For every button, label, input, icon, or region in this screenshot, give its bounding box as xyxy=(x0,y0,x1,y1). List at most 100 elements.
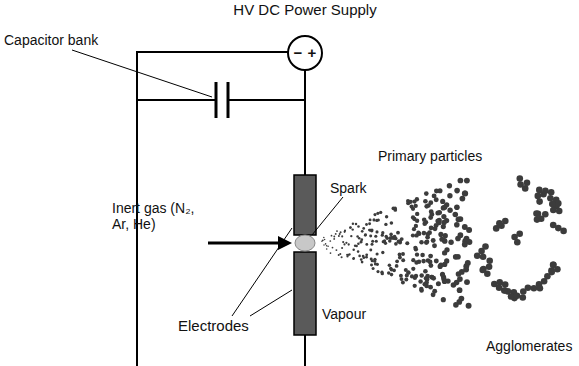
particle xyxy=(550,207,557,214)
leader-line xyxy=(232,228,292,316)
particle xyxy=(442,205,447,210)
particle xyxy=(419,240,424,245)
particle xyxy=(404,268,408,272)
particle xyxy=(339,253,341,255)
particle xyxy=(555,200,562,207)
particle xyxy=(395,264,399,268)
particle xyxy=(376,212,379,215)
part-label: Capacitor bank xyxy=(4,32,98,48)
particle xyxy=(333,236,335,238)
particle xyxy=(371,243,374,246)
particle xyxy=(343,243,345,245)
particle xyxy=(323,244,325,246)
particle xyxy=(413,276,417,280)
particle xyxy=(426,232,431,237)
spark-glow xyxy=(295,235,315,251)
particle xyxy=(434,259,439,264)
particle xyxy=(411,207,415,211)
particle xyxy=(369,234,372,237)
particle xyxy=(379,211,382,214)
particle xyxy=(466,303,472,309)
particle xyxy=(349,226,351,228)
particle xyxy=(508,293,515,300)
particle xyxy=(424,191,429,196)
particle xyxy=(560,228,567,235)
particle xyxy=(465,260,471,266)
particle xyxy=(384,223,387,226)
particle xyxy=(390,268,394,272)
particle xyxy=(415,252,419,256)
particle xyxy=(424,204,429,209)
particle xyxy=(516,231,523,238)
particle xyxy=(335,249,337,251)
particle xyxy=(372,218,375,221)
particle xyxy=(340,231,342,233)
particle xyxy=(454,280,460,286)
particle xyxy=(432,243,437,248)
particle xyxy=(375,230,378,233)
particle xyxy=(401,252,405,256)
particle xyxy=(368,222,371,225)
particle xyxy=(413,284,417,288)
particle xyxy=(534,216,541,223)
particle xyxy=(373,258,376,261)
particle xyxy=(383,239,386,242)
particle xyxy=(398,252,402,256)
particle xyxy=(431,238,436,243)
supply-circle: −+ xyxy=(287,35,323,71)
particle xyxy=(441,224,446,229)
particle xyxy=(447,183,452,188)
particle xyxy=(370,264,373,267)
particle xyxy=(414,233,418,237)
particle xyxy=(454,204,460,210)
particle xyxy=(350,235,352,237)
particle xyxy=(514,293,521,300)
particle xyxy=(425,274,430,279)
particle xyxy=(520,294,527,301)
part-label: Agglomerates xyxy=(486,338,572,354)
particle xyxy=(342,241,344,243)
particle xyxy=(464,178,470,184)
particle xyxy=(352,248,354,250)
particle xyxy=(365,243,368,246)
particle xyxy=(438,232,443,237)
particle xyxy=(432,289,437,294)
particle xyxy=(542,188,549,195)
particle xyxy=(480,253,487,260)
particle xyxy=(420,253,425,258)
particle xyxy=(357,250,360,253)
particle xyxy=(474,252,481,259)
particle xyxy=(429,263,434,268)
gas-label: Inert gas (N₂, Ar, He) xyxy=(112,200,204,232)
particle xyxy=(453,212,459,218)
particle xyxy=(434,189,439,194)
particle-cloud xyxy=(321,175,567,308)
particle xyxy=(348,254,350,256)
particle xyxy=(423,269,428,274)
particle xyxy=(396,231,400,235)
particle xyxy=(533,210,540,217)
particle xyxy=(344,231,346,233)
particle xyxy=(454,222,460,228)
particle xyxy=(441,297,446,302)
particle xyxy=(496,220,503,227)
particle xyxy=(405,273,409,277)
particle xyxy=(438,263,443,268)
particle xyxy=(536,198,543,205)
particle xyxy=(453,254,459,260)
particle xyxy=(376,270,379,273)
particle xyxy=(428,254,433,259)
particle xyxy=(462,224,468,230)
particle xyxy=(357,225,360,228)
part-label: Electrodes xyxy=(178,318,249,334)
particle xyxy=(411,267,415,271)
particle xyxy=(372,267,375,270)
particle xyxy=(385,237,388,240)
particle xyxy=(322,239,323,240)
particle xyxy=(458,178,464,184)
particle xyxy=(321,241,322,242)
particle xyxy=(325,243,327,245)
particle xyxy=(371,259,374,262)
particle xyxy=(364,233,367,236)
particle xyxy=(352,257,354,259)
